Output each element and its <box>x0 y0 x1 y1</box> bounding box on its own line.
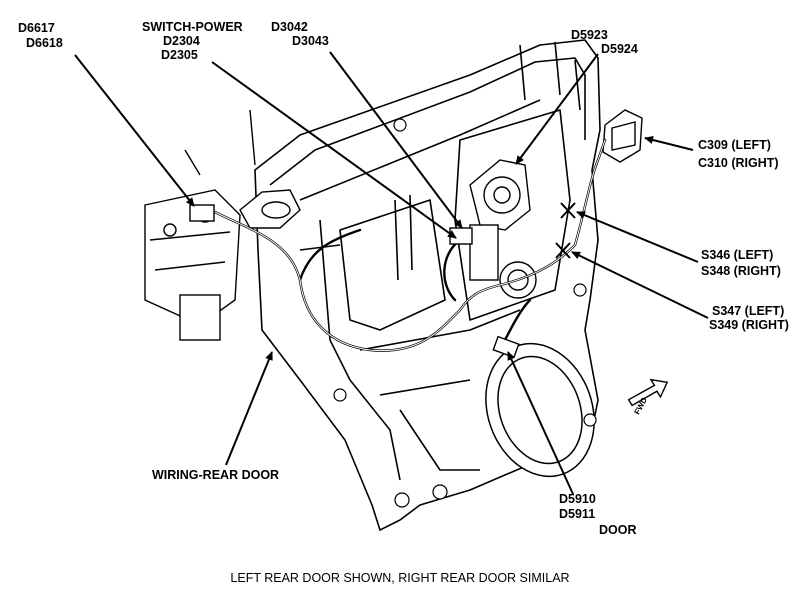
splice-marks <box>555 202 576 259</box>
fwd-arrow: FWD <box>627 378 669 416</box>
leader-wiring <box>225 351 273 466</box>
leader-d6617 <box>74 54 195 207</box>
label-d6617: D6617 <box>18 21 55 35</box>
label-s346: S346 (LEFT) <box>701 248 774 262</box>
label-switch-power: SWITCH-POWER <box>142 20 243 34</box>
label-d5924: D5924 <box>601 42 638 56</box>
label-d5911: D5911 <box>559 507 596 521</box>
label-d5910: D5910 <box>559 492 596 506</box>
leader-c309 <box>644 136 694 151</box>
label-d3042: D3042 <box>271 20 308 34</box>
leader-s347 <box>571 251 709 319</box>
leader-d5923 <box>515 53 599 165</box>
wiring-harness-inner <box>214 139 606 352</box>
leader-s346 <box>576 211 699 263</box>
label-c310: C310 (RIGHT) <box>698 156 779 170</box>
label-s349: S349 (RIGHT) <box>709 318 789 332</box>
window-motor <box>469 159 537 299</box>
leader-lines <box>74 51 709 495</box>
leader-d3042 <box>329 51 463 229</box>
connector-c309 <box>602 109 643 163</box>
mounting-bolts <box>333 118 597 508</box>
label-c309: C309 (LEFT) <box>698 138 771 152</box>
label-d2304: D2304 <box>163 34 200 48</box>
connector-d6617 <box>189 204 215 222</box>
label-wiring-rear-door: WIRING-REAR DOOR <box>152 468 280 482</box>
label-d6618: D6618 <box>26 36 63 50</box>
label-s348: S348 (RIGHT) <box>701 264 781 278</box>
label-d2305: D2305 <box>161 48 198 62</box>
door-latch <box>144 109 301 341</box>
figure-caption: LEFT REAR DOOR SHOWN, RIGHT REAR DOOR SI… <box>230 571 570 585</box>
leader-switch-power <box>211 61 457 239</box>
label-d3043: D3043 <box>292 34 329 48</box>
label-door: DOOR <box>599 523 637 537</box>
label-s347: S347 (LEFT) <box>712 304 785 318</box>
leader-d5910 <box>507 351 574 495</box>
label-d5923: D5923 <box>571 28 608 42</box>
